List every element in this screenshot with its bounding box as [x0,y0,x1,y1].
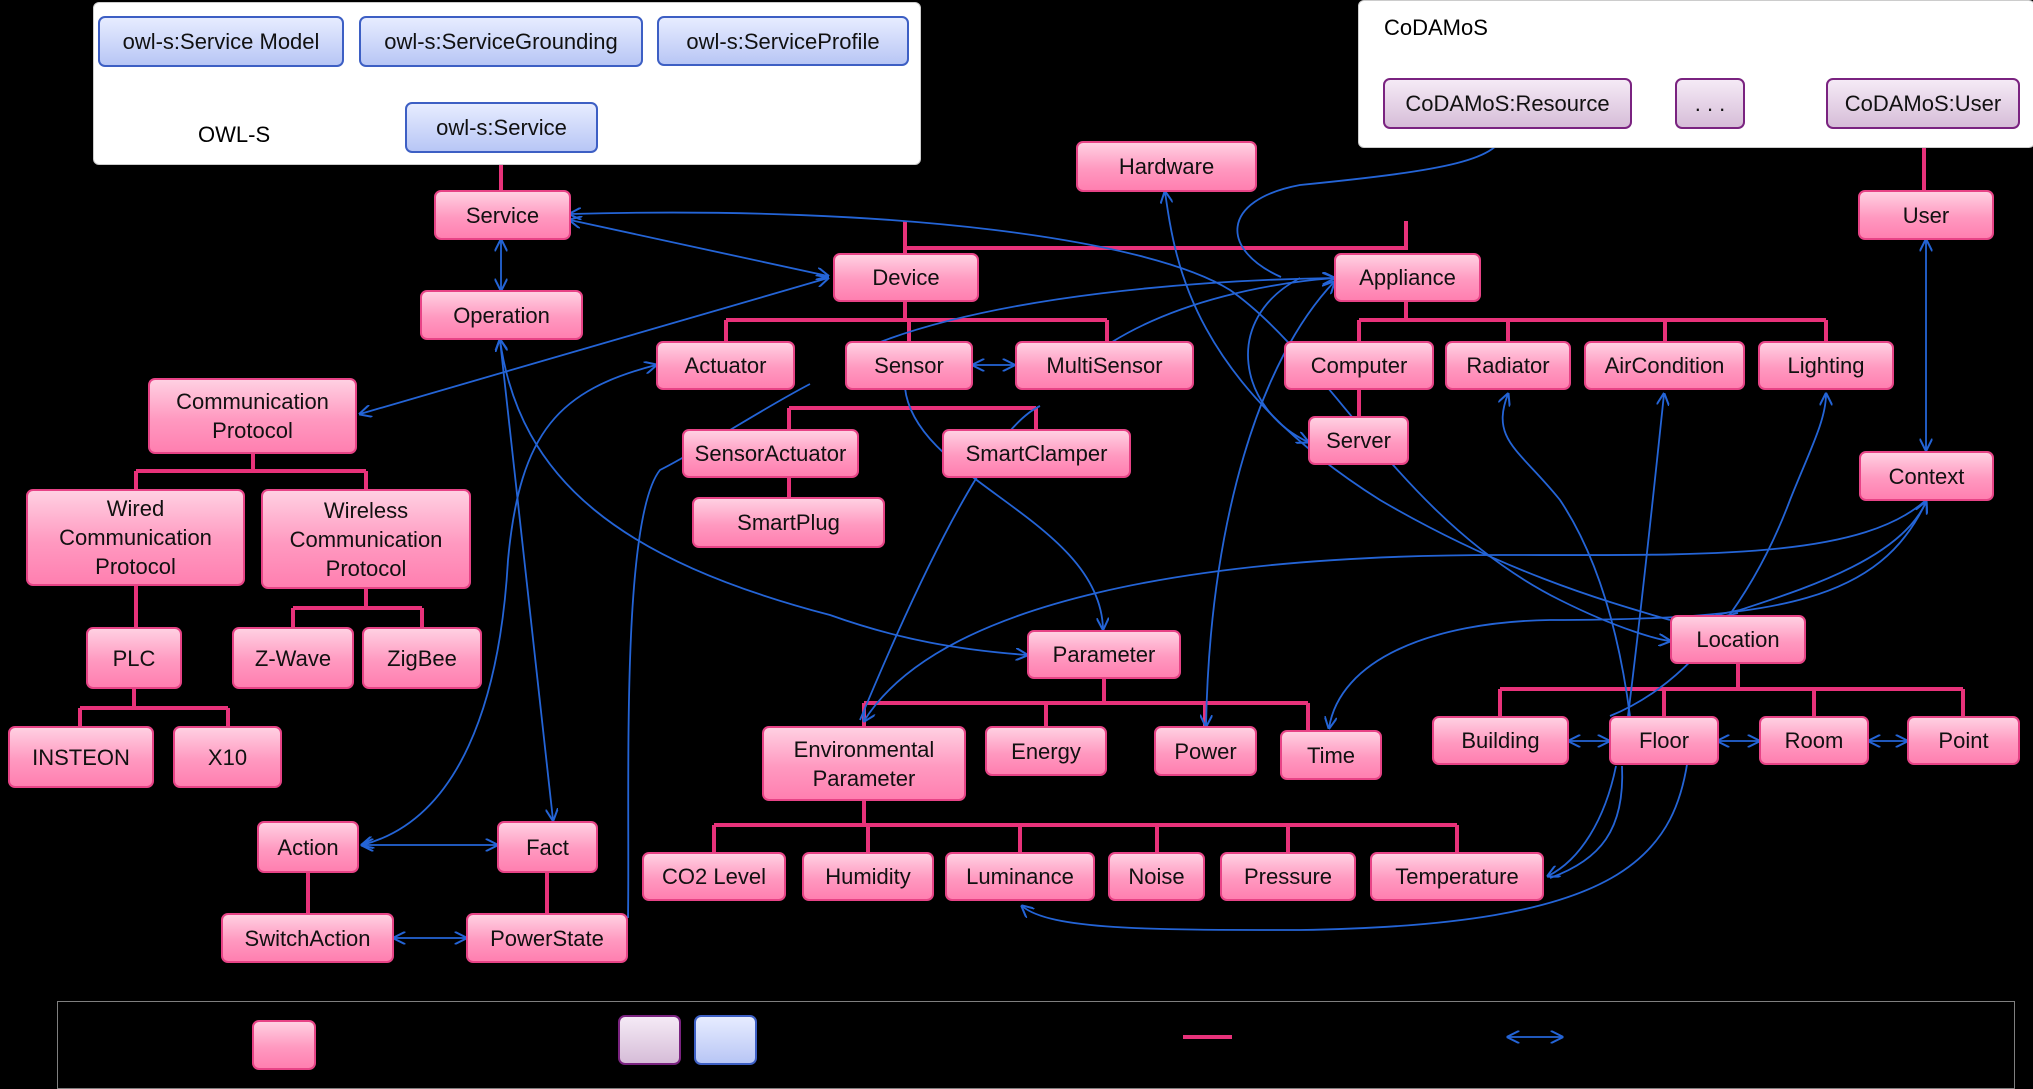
line-wireless-tree [291,588,424,627]
arrow-sensor-to-powerstate [627,383,811,919]
node-location[interactable]: Location [1670,615,1806,664]
arrow-appliance-power [1206,282,1334,726]
node-zwave[interactable]: Z-Wave [232,627,354,689]
node-actuator[interactable]: Actuator [656,341,795,390]
node-computer[interactable]: Computer [1284,341,1434,390]
node-powerstate[interactable]: PowerState [466,913,628,963]
node-parameter[interactable]: Parameter [1027,630,1181,679]
node-codamos-ellipsis[interactable]: . . . [1675,78,1745,129]
node-smartplug[interactable]: SmartPlug [692,497,885,548]
node-aircondition[interactable]: AirCondition [1584,341,1745,390]
line-plc-tree [78,689,230,726]
line-parameter-tree [862,674,1310,730]
line-location-tree [1498,664,1965,716]
line-appliance-tree [1357,301,1828,341]
node-power[interactable]: Power [1154,726,1257,776]
node-device[interactable]: Device [833,253,979,302]
node-insteon[interactable]: INSTEON [8,726,154,788]
node-point[interactable]: Point [1907,716,2020,765]
arrow-service-device [570,220,828,276]
node-multisensor[interactable]: MultiSensor [1015,341,1194,390]
arrow-actuator-action [362,365,656,845]
node-operation[interactable]: Operation [420,290,583,340]
node-service[interactable]: Service [434,190,571,240]
node-owls-service-profile[interactable]: owl-s:ServiceProfile [657,16,909,66]
node-radiator[interactable]: Radiator [1445,341,1571,390]
node-hardware[interactable]: Hardware [1076,141,1257,192]
line-device-tree [724,301,1109,341]
arrow-floor-aircondition [1627,394,1664,717]
node-communication-protocol[interactable]: Communication Protocol [148,378,357,454]
node-environmental-parameter[interactable]: Environmental Parameter [762,726,966,801]
node-appliance[interactable]: Appliance [1334,253,1481,302]
node-user[interactable]: User [1858,190,1994,240]
arrow-operation-fact [500,340,553,820]
arrow-smartclamper-env [859,405,1041,721]
node-smartclamper[interactable]: SmartClamper [942,429,1131,478]
codamos-panel-label: CoDAMoS [1384,15,1488,40]
node-humidity[interactable]: Humidity [802,852,934,901]
node-room[interactable]: Room [1759,716,1869,765]
node-noise[interactable]: Noise [1108,852,1205,901]
node-wireless-protocol[interactable]: Wireless Communication Protocol [261,489,471,589]
arrow-floor-temperature [1548,765,1617,876]
node-x10[interactable]: X10 [173,726,282,788]
line-envparam-tree [712,801,1459,852]
arrow-context-time [1329,502,1926,728]
node-owls-service-model[interactable]: owl-s:Service Model [98,16,344,67]
node-server[interactable]: Server [1308,416,1409,465]
node-sensoractuator[interactable]: SensorActuator [682,429,859,478]
node-lighting[interactable]: Lighting [1758,341,1894,390]
node-co2-level[interactable]: CO2 Level [642,852,786,901]
node-action[interactable]: Action [257,821,359,873]
arrow-floor-lighting [1609,394,1826,717]
node-fact[interactable]: Fact [497,821,598,873]
node-plc[interactable]: PLC [86,627,182,689]
node-building[interactable]: Building [1432,716,1569,765]
node-time[interactable]: Time [1280,730,1382,780]
node-floor[interactable]: Floor [1609,716,1719,765]
node-temperature[interactable]: Temperature [1370,852,1544,901]
arrow-appliance-codamos [1236,130,1505,278]
node-owls-service[interactable]: owl-s:Service [405,102,598,153]
arrow-context-location [1708,502,1926,620]
node-zigbee[interactable]: ZigBee [362,627,482,689]
node-codamos-resource[interactable]: CoDAMoS:Resource [1383,78,1632,129]
legend-ontology-class-swatch [252,1020,316,1070]
legend-owls-class-swatch [694,1015,757,1065]
node-owls-service-grounding[interactable]: owl-s:ServiceGrounding [359,16,643,67]
node-wired-protocol[interactable]: Wired Communication Protocol [26,489,245,586]
arrow-floor-radiator [1503,394,1631,717]
node-context[interactable]: Context [1859,451,1994,501]
node-pressure[interactable]: Pressure [1220,852,1356,901]
arrow-sensor-parameter [904,387,1103,629]
line-comm-tree [134,454,368,489]
arrow-floor-luminance [1022,739,1691,931]
node-luminance[interactable]: Luminance [945,852,1095,901]
legend-codamos-class-swatch [618,1015,681,1065]
node-switchaction[interactable]: SwitchAction [221,913,394,963]
node-sensor[interactable]: Sensor [845,341,973,390]
node-energy[interactable]: Energy [985,726,1107,776]
arrow-floor-temperature-2 [1549,765,1624,879]
node-codamos-user[interactable]: CoDAMoS:User [1826,78,2020,129]
owls-panel-label: OWL-S [198,122,271,147]
legend-box [57,1001,2015,1089]
